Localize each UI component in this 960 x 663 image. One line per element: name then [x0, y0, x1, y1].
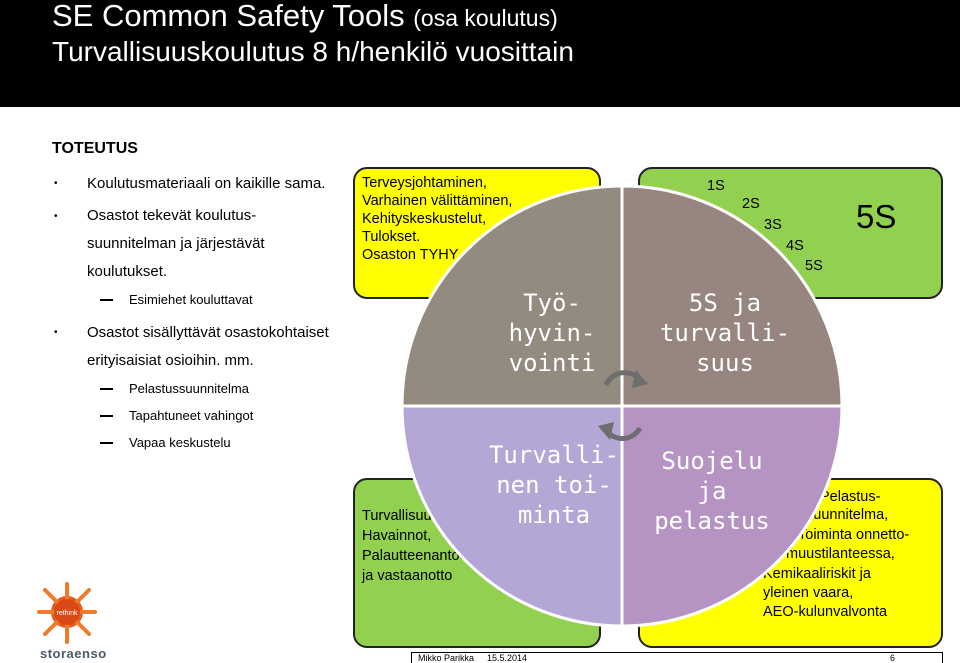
bullet-text: suunnitelman ja järjestävät — [87, 235, 265, 252]
quadrant-turvallinen-toiminta — [400, 404, 624, 628]
box-text-line: Varhainen välittäminen, — [362, 193, 513, 209]
footer-page-number: 6 — [890, 653, 896, 663]
step-label: 5S — [805, 258, 823, 274]
box-text-line: Havainnot, — [362, 528, 432, 544]
quadrant-suojelu-pelastus — [620, 404, 844, 628]
bullet-text: erityisaisiat osioihin. mm. — [87, 352, 254, 369]
box-text-line: yleinen vaara, — [763, 585, 854, 601]
dash-icon — [100, 415, 113, 417]
quadrant-label: Suojelu ja pelastus — [654, 447, 770, 535]
step-label: 1S — [707, 178, 725, 194]
cycle-arrows-heads — [598, 370, 648, 440]
quadrant-5s-turvallisuus — [620, 184, 844, 408]
dash-text: Esimiehet kouluttavat — [129, 292, 253, 307]
box-text-line: Palautteenanto — [362, 548, 460, 564]
quadrant-tyohyvinvointi — [400, 184, 624, 408]
box-text-line: Terveysjohtaminen, — [362, 175, 487, 191]
dash-text: Vapaa keskustelu — [129, 435, 231, 450]
box-text-line: Turvallisuus- — [362, 508, 444, 524]
slide-subtitle: Turvallisuuskoulutus 8 h/henkilö vuositt… — [52, 36, 574, 67]
bullet-icon: • — [54, 211, 58, 222]
dash-icon — [100, 442, 113, 444]
logo-wordmark: storaenso — [40, 646, 107, 661]
logo-badge-text: rethink — [56, 610, 78, 617]
slide-title: SE Common Safety Tools (osa koulutus) — [52, 0, 558, 33]
dash-text: Pelastussuunnitelma — [129, 381, 249, 396]
footer-date: 15.5.2014 — [487, 653, 528, 663]
box-text-line: Kemikaaliriskit ja — [763, 566, 871, 582]
dash-icon — [100, 299, 113, 301]
box-text-line: Osaston TYHY — [362, 247, 459, 263]
quadrant-label: 5S ja turvalli- suus — [659, 289, 791, 377]
bullet-icon: • — [54, 178, 58, 189]
step-label: 3S — [764, 217, 782, 233]
section-heading: TOTEUTUS — [52, 140, 138, 157]
footer-author: Mikko Parikka — [418, 653, 475, 663]
box-text-line: Toiminta onnetto- — [798, 527, 910, 543]
bullet-text: Koulutusmateriaali on kaikille sama. — [87, 175, 326, 192]
step-label: 2S — [742, 196, 760, 212]
step-label: 4S — [786, 238, 804, 254]
box-text-line: Kehityskeskustelut, — [362, 211, 487, 227]
box-text-line: suunnitelma, — [806, 507, 889, 523]
dash-text: Tapahtuneet vahingot — [129, 408, 254, 423]
box-text-line: AEO-kulunvalvonta — [763, 604, 888, 620]
sun-logo-icon — [37, 582, 97, 644]
bullet-icon: • — [54, 327, 58, 338]
box-text-line: Pelastus- — [820, 489, 881, 505]
storaenso-logo: rethink — [37, 582, 97, 644]
quadrant-label: Työ- hyvin- vointi — [508, 289, 596, 377]
box-text-line: muustilanteessa, — [786, 546, 895, 562]
quadrant-label: Turvalli- nen toi- minta — [488, 441, 620, 529]
title-bar — [0, 0, 960, 107]
box-text-line: ja vastaanotto — [362, 568, 453, 584]
bullet-text: koulutukset. — [87, 263, 168, 280]
box-text-line: Tulokset. — [362, 229, 421, 245]
dash-icon — [100, 388, 113, 390]
footer-bar — [411, 652, 943, 663]
big-5s-label: 5S — [856, 198, 897, 235]
bullet-text: Osastot tekevät koulutus- — [87, 207, 257, 224]
bullet-text: Osastot sisällyttävät osastokohtaiset — [87, 324, 329, 341]
